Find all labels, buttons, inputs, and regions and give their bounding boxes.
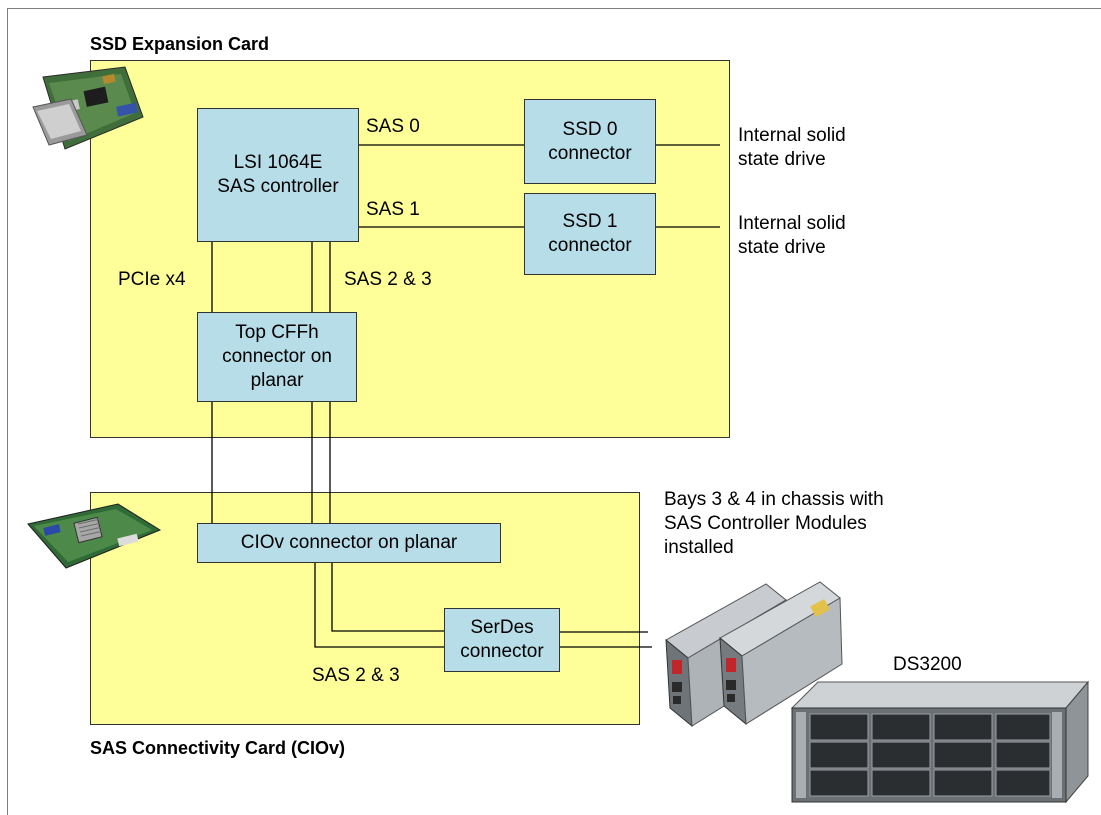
sas-controller-modules-photo (665, 581, 843, 728)
ds3200-label: DS3200 (893, 654, 962, 675)
drive0-label: Internal solid state drive (738, 125, 846, 170)
ssd0-connector: SSD 0 connector (524, 99, 656, 184)
ds3200-storage-photo (790, 680, 1090, 804)
expansion-card-title: SSD Expansion Card (90, 34, 270, 54)
ciov-card-photo (27, 503, 162, 569)
ciov-serdes-line-a (331, 563, 444, 632)
chassis-bays-label: Bays 3 & 4 in chassis with SAS Controlle… (664, 489, 884, 558)
pcie-label: PCIe x4 (118, 269, 186, 290)
top-cffh-connector: Top CFFh connector on planar (197, 312, 357, 402)
ciov-connector: CIOv connector on planar (197, 523, 501, 563)
controller-module-2 (719, 581, 843, 726)
ssd-expansion-card-photo (32, 66, 144, 150)
sas23-bottom-label: SAS 2 & 3 (312, 665, 400, 686)
sas0-label: SAS 0 (366, 116, 420, 137)
lsi-sas-controller: LSI 1064E SAS controller (197, 108, 359, 242)
ssd1-connector: SSD 1 connector (524, 193, 656, 275)
sas23-top-label: SAS 2 & 3 (344, 269, 432, 290)
serdes-connector: SerDes connector (444, 608, 560, 672)
diagram-frame (7, 8, 1101, 815)
ciov-serdes-line-b (314, 563, 444, 648)
drive1-label: Internal solid state drive (738, 213, 846, 258)
sas1-label: SAS 1 (366, 199, 420, 220)
connectivity-card-title: SAS Connectivity Card (CIOv) (90, 738, 346, 758)
